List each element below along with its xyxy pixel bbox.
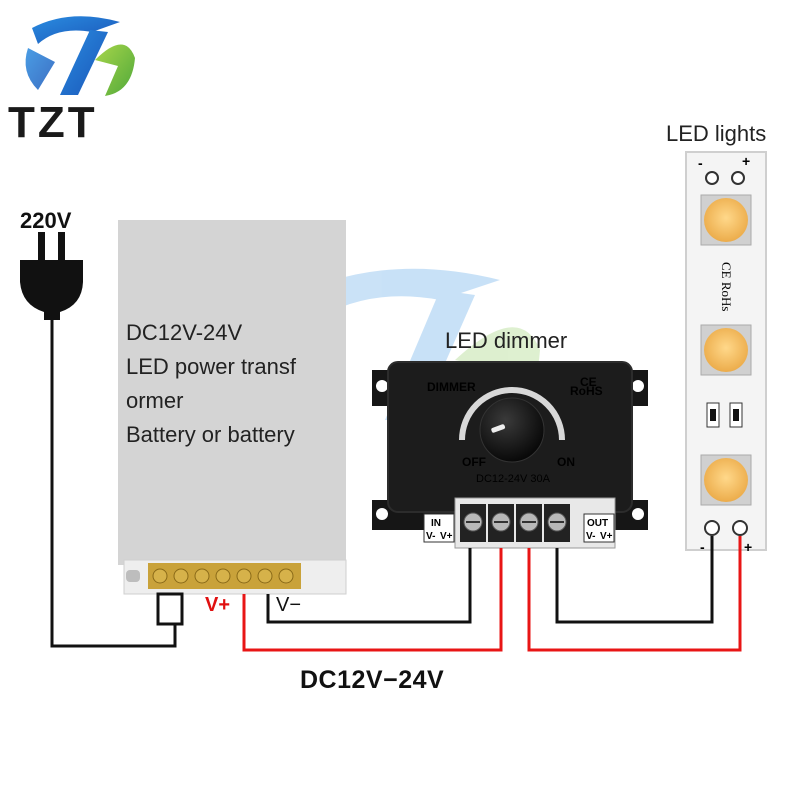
dimmer-out-vminus: V- [586, 531, 595, 542]
psu-text-line: Battery or battery [126, 422, 295, 447]
dimmer-in-vminus: V- [426, 531, 435, 542]
led-chip [700, 194, 752, 246]
led-top-minus: - [698, 155, 703, 171]
dimmer-rohs-mark: RoHS [570, 384, 603, 398]
psu-vminus-label: V− [276, 594, 302, 616]
brand-name: TZT [8, 98, 98, 147]
led-strip [685, 151, 767, 551]
led-strip-mark: CE RoHs [719, 262, 734, 311]
led-chip [700, 454, 752, 506]
dimmer-in-label: IN [431, 518, 441, 529]
dimmer-off-label: OFF [462, 455, 486, 469]
dimmer-title: LED dimmer [445, 328, 568, 353]
wire-negative-output [555, 536, 714, 624]
psu-text-line: LED power transf [126, 354, 296, 379]
led-lights-title: LED lights [666, 121, 767, 146]
dimmer-in-vplus: V+ [440, 531, 453, 542]
dimmer-out-label: OUT [587, 518, 608, 529]
psu-vplus-label: V+ [205, 594, 231, 616]
dimmer-rating: DC12-24V 30A [476, 473, 551, 485]
resistor-pair [706, 402, 743, 428]
dimmer-on-label: ON [557, 455, 575, 469]
led-bottom-plus: + [744, 539, 752, 555]
wire-positive-output [527, 536, 742, 652]
output-voltage-label: DC12V−24V [300, 666, 445, 694]
dimmer-out-vplus: V+ [600, 531, 613, 542]
brand-logo [25, 16, 135, 96]
led-chip [700, 324, 752, 376]
dimmer-brand-label: DIMMER [427, 380, 476, 394]
power-plug-icon [20, 232, 83, 320]
dimmer-ce-mark: CE [580, 375, 597, 389]
led-bottom-minus: - [700, 539, 705, 555]
dimmer-unit [372, 361, 648, 549]
power-supply [118, 220, 347, 595]
wire-negative-input [266, 548, 472, 624]
wire-positive-input [242, 548, 503, 652]
wire-mains [50, 320, 184, 648]
psu-text-line: ormer [126, 388, 184, 413]
led-top-plus: + [742, 153, 750, 169]
psu-text-line: DC12V-24V [126, 320, 243, 345]
input-voltage-label: 220V [20, 208, 72, 233]
